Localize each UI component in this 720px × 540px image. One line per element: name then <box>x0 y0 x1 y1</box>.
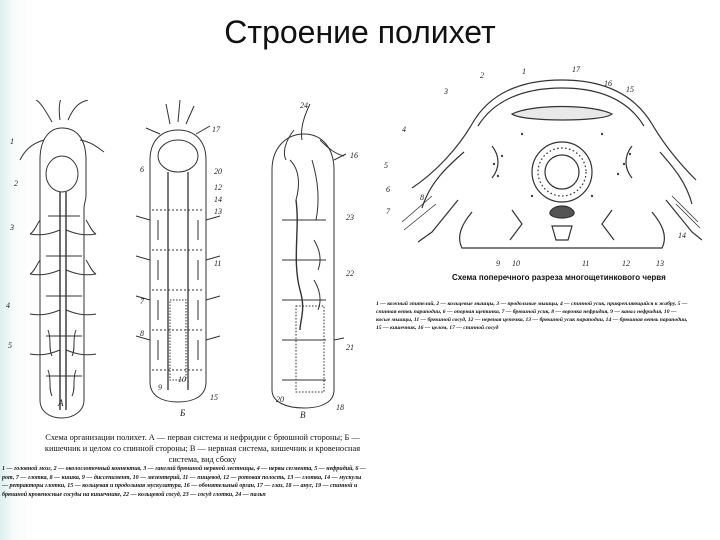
xs-label-9: 9 <box>496 259 500 268</box>
label-16: 16 <box>350 151 358 160</box>
cross-section-drawing: 3 2 1 17 16 15 4 5 6 7 8 14 9 10 11 12 1… <box>372 64 702 274</box>
xs-label-14: 14 <box>678 231 686 240</box>
panel-c-number-labels: 24 16 23 22 21 20 18 <box>276 101 358 412</box>
cross-section-title: Схема поперечного разреза многощетинково… <box>452 273 692 282</box>
label-20: 20 <box>214 167 222 176</box>
panel-letter-a: А <box>57 398 64 408</box>
xs-label-11: 11 <box>582 259 589 268</box>
xs-label-7: 7 <box>386 207 391 216</box>
label-22: 22 <box>346 269 354 278</box>
slide-title: Строение полихет <box>0 14 720 51</box>
panel-a-number-labels: 1 2 3 4 5 <box>6 137 18 350</box>
left-figure-legend: 1 — головной мозг, 2 — окологлоточный ко… <box>2 465 368 499</box>
label-5: 5 <box>8 341 12 350</box>
label-6: 6 <box>140 165 144 174</box>
label-12: 12 <box>214 183 222 192</box>
xs-label-17: 17 <box>572 65 581 74</box>
label-8: 8 <box>140 329 144 338</box>
xs-label-16: 16 <box>604 79 612 88</box>
label-2: 2 <box>14 179 18 188</box>
panel-letters: А Б В <box>57 398 306 420</box>
label-14: 14 <box>214 195 222 204</box>
cross-section-figure: 3 2 1 17 16 15 4 5 6 7 8 14 9 10 11 12 1… <box>372 64 702 274</box>
xs-label-10: 10 <box>512 259 520 268</box>
label-4: 4 <box>6 301 10 310</box>
label-15: 15 <box>210 393 218 402</box>
cross-section-number-labels: 3 2 1 17 16 15 4 5 6 7 8 14 9 10 11 12 1… <box>384 65 686 268</box>
xs-label-2: 2 <box>480 71 484 80</box>
panel-letter-c: В <box>300 410 306 420</box>
label-1: 1 <box>10 137 14 146</box>
xs-label-4: 4 <box>402 125 406 134</box>
label-10: 10 <box>178 375 186 384</box>
panel-letter-b: Б <box>179 408 186 418</box>
label-23: 23 <box>346 213 354 222</box>
label-21: 21 <box>346 343 354 352</box>
label-24: 24 <box>300 101 308 110</box>
xs-label-8: 8 <box>420 193 424 202</box>
panel-b-number-labels: 17 6 20 12 14 13 11 7 8 9 10 15 <box>140 125 222 402</box>
label-3: 3 <box>9 223 14 232</box>
xs-label-13: 13 <box>656 259 664 268</box>
label-13: 13 <box>214 207 222 216</box>
xs-label-15: 15 <box>626 85 634 94</box>
xs-label-1: 1 <box>522 67 526 76</box>
label-9: 9 <box>158 383 162 392</box>
polychaete-body-plans-figure: 1 2 3 4 5 17 6 20 12 14 13 11 7 8 9 10 1… <box>0 100 370 430</box>
xs-label-12: 12 <box>622 259 630 268</box>
xs-label-6: 6 <box>386 185 390 194</box>
label-11: 11 <box>214 259 221 268</box>
xs-label-5: 5 <box>384 161 388 170</box>
body-plans-drawing: 1 2 3 4 5 17 6 20 12 14 13 11 7 8 9 10 1… <box>0 100 370 430</box>
xs-label-3: 3 <box>443 87 448 96</box>
left-figure-caption: Схема организации полихет. А — первая си… <box>40 432 365 465</box>
label-18: 18 <box>336 403 344 412</box>
label-20-c: 20 <box>276 395 284 404</box>
label-17: 17 <box>212 125 221 134</box>
cross-section-legend: 1 — кожный эпителий, 2 — кольцевые мышцы… <box>376 300 692 332</box>
